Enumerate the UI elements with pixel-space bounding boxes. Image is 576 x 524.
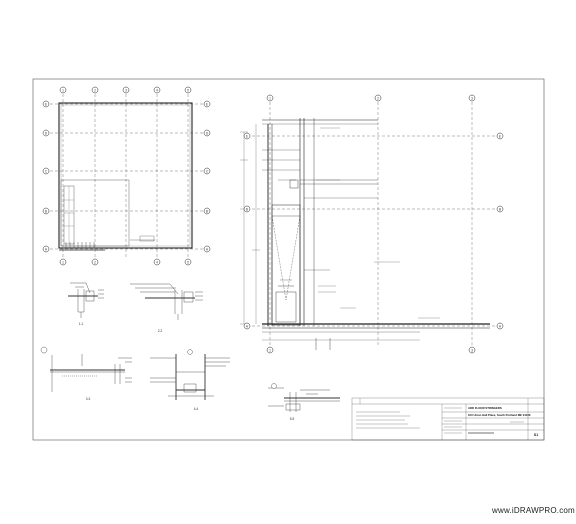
grid-bubble-1-bottom: 1	[62, 260, 64, 264]
detail-3-label: 3-3	[86, 397, 91, 401]
detail-4	[150, 349, 230, 400]
grid-bubble-e: E	[45, 102, 47, 106]
elev-bubble-e: E	[246, 134, 248, 138]
grid-bubble-2: 2	[94, 88, 96, 92]
elev-bubble-a: A	[246, 324, 249, 328]
grid-bubble-3: 3	[125, 88, 127, 92]
detail-1-label: 1-1	[79, 322, 84, 326]
project-title: ADD FLOOR STRINGERS	[468, 406, 502, 410]
elev-bubble-a-right: A	[499, 324, 502, 328]
elevation-grid-bubbles: 1 2 3 1 3 E B A E B A	[243, 94, 504, 354]
project-address: 100 Union Hall Place, South Portland ME …	[468, 413, 531, 417]
elev-bubble-b-right: B	[499, 207, 501, 211]
elev-bubble-1: 1	[269, 96, 271, 100]
plan-grid-bubbles: 1 2 3 4 5 1 2 4 5 E D C B A E D C B A	[42, 86, 211, 266]
grid-bubble-4-bottom: 4	[156, 260, 158, 264]
detail-3	[40, 346, 132, 392]
sheet-border	[32, 78, 545, 441]
grid-bubble-5: 5	[187, 88, 189, 92]
grid-bubble-c: C	[45, 169, 48, 173]
grid-bubble-a: A	[45, 247, 48, 251]
grid-bubble-b-right: B	[206, 209, 208, 213]
grid-bubble-2-bottom: 2	[94, 260, 96, 264]
elev-bubble-1-bottom: 1	[269, 348, 271, 352]
elev-bubble-3: 3	[471, 96, 473, 100]
elevation	[240, 102, 498, 350]
watermark: www.iDRAWPRO.com	[492, 506, 575, 515]
floor-plan	[50, 94, 204, 258]
detail-2	[130, 283, 203, 320]
grid-bubble-1: 1	[62, 88, 64, 92]
elev-bubble-e-right: E	[499, 134, 501, 138]
grid-bubble-e-right: E	[206, 102, 208, 106]
grid-bubble-b: B	[45, 209, 47, 213]
detail-5	[268, 383, 340, 412]
grid-bubble-a-right: A	[206, 247, 209, 251]
detail-2-label: 2-2	[158, 329, 163, 333]
grid-bubble-c-right: C	[206, 169, 209, 173]
detail-4-label: 4-4	[194, 407, 199, 411]
elev-bubble-b: B	[246, 207, 248, 211]
grid-bubble-d-right: D	[206, 131, 209, 135]
detail-1	[68, 282, 104, 318]
grid-bubble-4: 4	[156, 88, 158, 92]
sheet-number: S1	[534, 433, 538, 437]
elev-bubble-2: 2	[377, 96, 379, 100]
grid-bubble-d: D	[45, 131, 48, 135]
detail-5-label: 5-5	[290, 417, 295, 421]
grid-bubble-5-bottom: 5	[187, 260, 189, 264]
elev-bubble-3-bottom: 3	[471, 348, 473, 352]
title-block	[351, 397, 545, 441]
